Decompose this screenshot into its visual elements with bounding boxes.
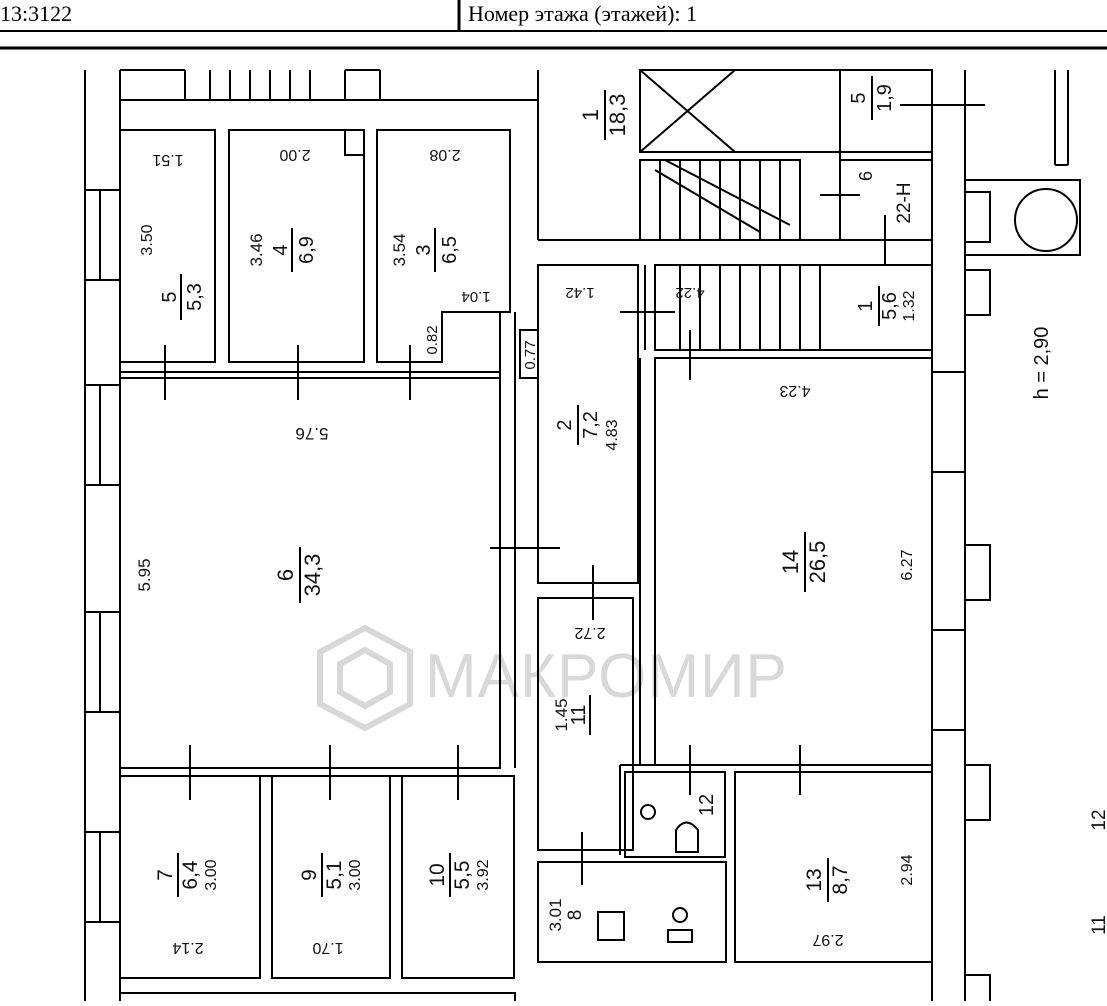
room-2-label: 2 7,2 4.83	[554, 405, 621, 451]
height-note: h = 2,90	[1031, 327, 1053, 400]
room-10-number: 11	[568, 705, 590, 726]
room-3-top-dim: 2.08	[429, 146, 460, 163]
room-4-area: 6,9	[296, 236, 318, 264]
header-right-text: Номер этажа (этажей): 1	[468, 1, 697, 26]
room-6-top-dim: 5.76	[295, 424, 328, 443]
room-2-number: 2	[554, 419, 576, 430]
room-2-dim: 4.83	[604, 419, 621, 450]
dim-0-82: 0.82	[424, 325, 441, 354]
room-6b-number: 6	[856, 171, 876, 181]
room-13-dim: 2.94	[899, 854, 916, 885]
room-11-dim: 3.01	[546, 898, 565, 931]
room-10-dim: 1.45	[552, 698, 571, 731]
room-10-top-dim: 2.72	[574, 624, 605, 641]
dim-0-77: 0.77	[522, 340, 539, 369]
labels: 1 18,3 5 1,9 6 22-Н 1 5,6 1.32 h = 2,90 …	[135, 76, 1107, 956]
room-7-dim: 3.00	[203, 859, 220, 890]
room-9-number: 10	[426, 863, 449, 886]
room-7-label: 7 6,4 3.00	[154, 853, 220, 897]
room-1b-number: 1	[855, 300, 877, 311]
room-9-area: 5,5	[451, 860, 474, 889]
room-5-area: 5,3	[184, 283, 206, 311]
room-5-number: 5	[159, 291, 181, 302]
header: 13:3122 Номер этажа (этажей): 1	[0, 0, 1107, 50]
room-5-top-dim: 1.51	[152, 151, 183, 168]
room-6b-label: 6 22-Н	[856, 171, 915, 224]
room-3-dim: 3.54	[390, 233, 409, 266]
room-1b-area: 5,6	[879, 292, 901, 320]
walls	[84, 69, 1081, 1006]
room-2-top-dim: 1.42	[565, 284, 594, 301]
room-6b-code: 22-Н	[894, 182, 915, 223]
room-10-label: 1.45 11	[552, 695, 591, 735]
room-13-area: 8,7	[829, 865, 852, 894]
room-6-area: 34,3	[300, 554, 325, 597]
room-9-label: 10 5,5 3.92	[426, 853, 492, 897]
room-13-number: 13	[803, 868, 826, 891]
room-4-dim: 3.46	[247, 233, 266, 266]
room-11-number: 8	[565, 910, 586, 921]
room-8-number: 9	[298, 869, 321, 881]
room-1-label: 1 18,3	[578, 90, 630, 140]
room-6-dim: 5.95	[135, 558, 154, 591]
room-8-label: 8 9 5,1 3.00	[298, 853, 364, 897]
room-2-area: 7,2	[580, 411, 602, 439]
watermark-logo-icon	[317, 624, 413, 732]
room-4-number: 4	[270, 244, 292, 255]
dim-4-22: 4.22	[675, 284, 704, 301]
room-3-number: 3	[413, 244, 435, 255]
watermark-text: МАКРОМИР	[425, 642, 788, 711]
room-4-top-dim: 2.00	[279, 146, 310, 163]
room-8-area: 5,1	[323, 860, 346, 889]
room-14-area: 26,5	[805, 541, 830, 584]
room-14-dim: 6.27	[899, 549, 916, 580]
room-6-label: 6 34,3	[273, 547, 325, 603]
room-5b-area: 1,9	[874, 84, 896, 112]
room-5-dim: 3.50	[139, 224, 156, 255]
room-4-label: 3.46 4 6,9	[247, 228, 318, 272]
room-1b-dim: 1.32	[901, 290, 918, 321]
room-7-number: 7	[154, 869, 177, 881]
room-1b-label: 1 5,6 1.32	[855, 286, 918, 326]
room-5-label: 3.50 5 5,3	[139, 224, 206, 320]
edge-number-12: 12	[1089, 809, 1107, 830]
room-14-number: 14	[778, 550, 803, 574]
height-note-text: h = 2,90	[1031, 327, 1053, 400]
room-13-label: 13 8,7	[803, 858, 852, 902]
edge-number-11: 11	[1089, 915, 1107, 935]
header-left-text: 13:3122	[0, 1, 72, 26]
room-13-bottom-dim: 2.97	[812, 931, 843, 948]
room-5b-label: 5 1,9	[848, 76, 896, 120]
room-3-label: 3.54 3 6,5	[390, 228, 461, 272]
room-1-number: 1	[578, 109, 603, 121]
room-1-area: 18,3	[605, 94, 630, 137]
room-8-bottom-dim: 1.70	[312, 939, 343, 956]
room-6-number: 6	[273, 569, 298, 581]
room-14-top-dim: 4.23	[779, 382, 810, 399]
room-3-area: 6,5	[439, 236, 461, 264]
room-9-dim: 3.92	[475, 859, 492, 890]
room-7-area: 6,4	[179, 860, 202, 890]
room-14-label: 14 26,5	[778, 532, 830, 592]
watermark: МАКРОМИР	[317, 624, 788, 732]
room-11-label: 3.01 8	[546, 898, 586, 931]
room-7-bottom-dim: 2.14	[172, 939, 203, 956]
room-5b-number: 5	[848, 92, 870, 103]
dim-1-04: 1.04	[461, 288, 490, 305]
room-8-dim: 3.00	[347, 859, 364, 890]
room-12-number: 12	[696, 794, 718, 816]
